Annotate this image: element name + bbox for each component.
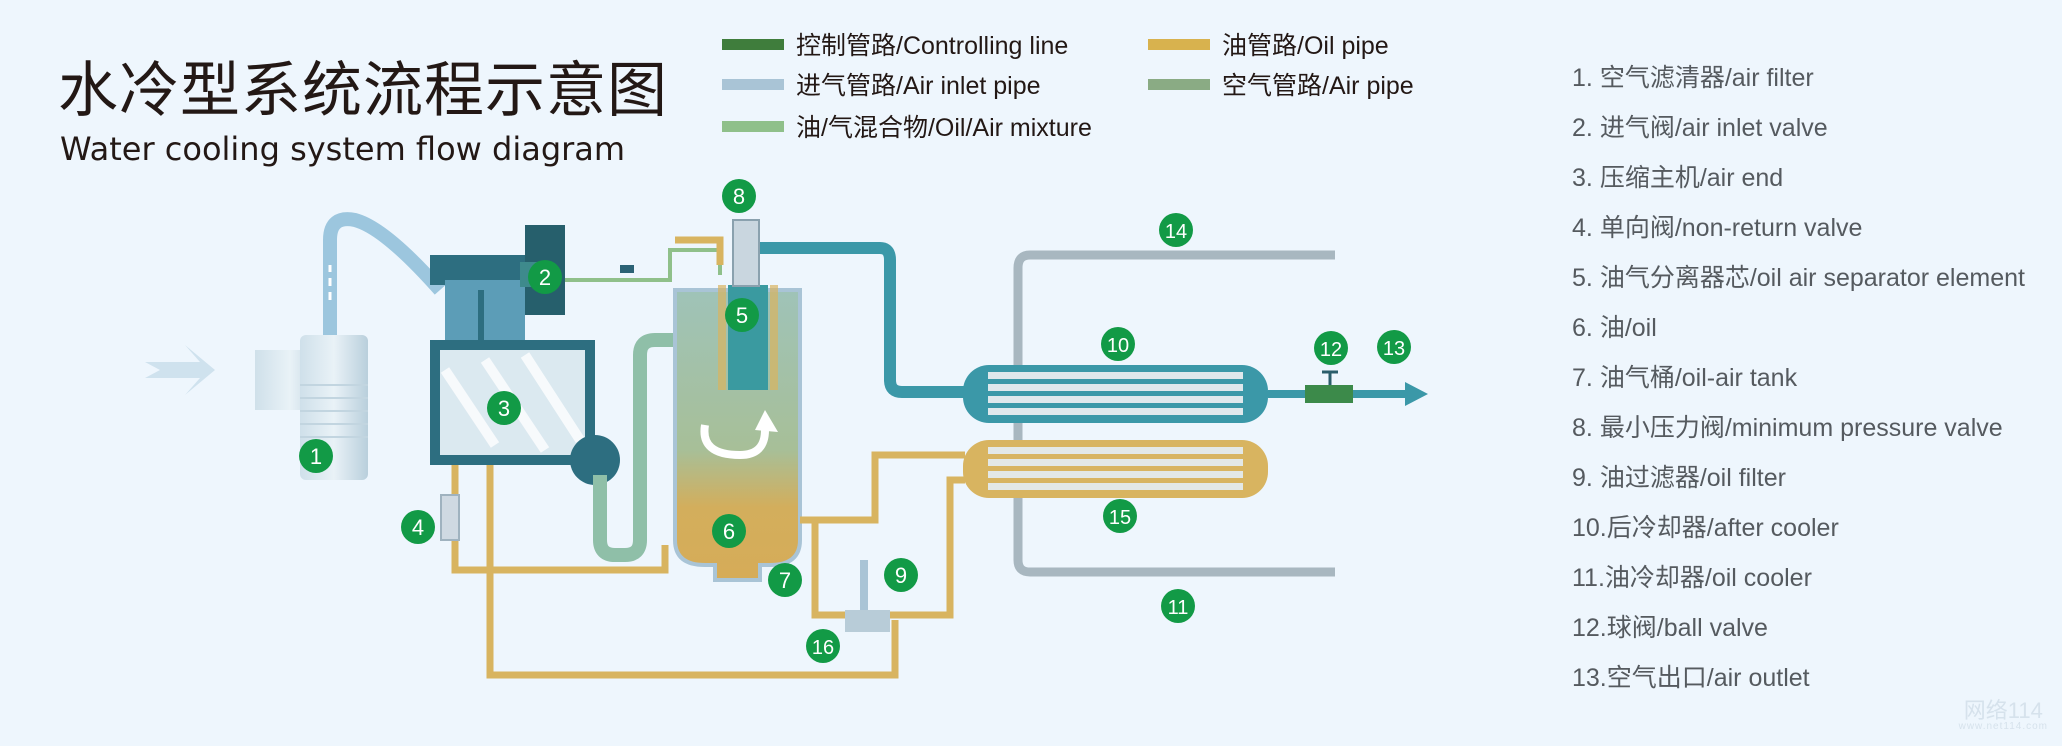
page-title-english: Water cooling system flow diagram — [60, 130, 626, 168]
parts-list: 1. 空气滤清器/air filter 2. 进气阀/air inlet val… — [1572, 62, 2025, 712]
legend-swatch-air — [1148, 78, 1210, 90]
svg-text:11: 11 — [1168, 597, 1189, 619]
watermark: 网络114 www.net114.com — [1959, 700, 2048, 732]
part-item-13: 13.空气出口/air outlet — [1572, 664, 1810, 692]
part-item-4: 4. 单向阀/non-return valve — [1572, 214, 1863, 242]
legend-swatch-oil — [1148, 38, 1210, 50]
legend-air-inlet-pipe: 进气管路/Air inlet pipe — [722, 66, 1041, 102]
badge-9: 9 — [884, 558, 918, 592]
air-pipe-to-aftercooler — [760, 242, 970, 398]
legend-swatch-controlling — [722, 38, 784, 50]
svg-text:5: 5 — [736, 303, 748, 328]
oil-air-tank — [673, 288, 802, 582]
legend-swatch-air-inlet — [722, 78, 784, 90]
non-return-valve — [440, 494, 460, 541]
part-item-7: 7. 油气桶/oil-air tank — [1572, 364, 1798, 392]
svg-text:8: 8 — [733, 184, 745, 209]
legend-air-pipe: 空气管路/Air pipe — [1148, 66, 1414, 102]
badge-5: 5 — [725, 298, 759, 332]
part-item-3: 3. 压缩主机/air end — [1572, 164, 1784, 192]
ball-valve — [1305, 370, 1353, 403]
svg-text:14: 14 — [1165, 221, 1187, 243]
legend-label: 空气管路/Air pipe — [1222, 72, 1414, 100]
badge-6: 6 — [712, 514, 746, 548]
part-item-2: 2. 进气阀/air inlet valve — [1572, 114, 1828, 142]
part-item-8: 8. 最小压力阀/minimum pressure valve — [1572, 414, 2003, 442]
badge-16: 16 — [806, 629, 840, 663]
oil-cooler — [963, 440, 1268, 498]
legend-label: 油/气混合物/Oil/Air mixture — [796, 114, 1092, 142]
part-item-10: 10.后冷却器/after cooler — [1572, 514, 1839, 542]
svg-text:6: 6 — [723, 519, 735, 544]
badge-8: 8 — [722, 179, 756, 213]
svg-text:4: 4 — [412, 515, 424, 540]
min-pressure-valve — [732, 219, 760, 287]
badge-3: 3 — [487, 391, 521, 425]
svg-text:3: 3 — [498, 396, 510, 421]
watermark-site: www.net114.com — [1958, 721, 2048, 732]
air-outlet-arrow-icon — [1405, 382, 1428, 406]
legend-label: 控制管路/Controlling line — [796, 32, 1069, 60]
part-item-11: 11.油冷却器/oil cooler — [1572, 564, 1812, 592]
badge-10: 10 — [1101, 327, 1135, 361]
svg-text:16: 16 — [812, 637, 834, 659]
part-item-1: 1. 空气滤清器/air filter — [1572, 64, 1814, 92]
badge-14: 14 — [1159, 213, 1193, 247]
badge-1: 1 — [299, 439, 333, 473]
legend-oil-air-mixture: 油/气混合物/Oil/Air mixture — [722, 108, 1092, 144]
svg-text:7: 7 — [779, 568, 791, 593]
air-in-arrow-icon — [145, 345, 215, 395]
badge-15: 15 — [1103, 499, 1137, 533]
badge-12: 12 — [1314, 331, 1348, 365]
part-item-5: 5. 油气分离器芯/oil air separator element — [1572, 264, 2025, 292]
air-inlet-pipe — [323, 212, 446, 335]
part-item-12: 12.球阀/ball valve — [1572, 614, 1768, 642]
svg-text:15: 15 — [1109, 507, 1131, 529]
badge-7: 7 — [768, 563, 802, 597]
svg-text:13: 13 — [1383, 338, 1405, 360]
oil-filter — [845, 560, 890, 632]
svg-text:2: 2 — [539, 265, 551, 290]
svg-text:12: 12 — [1320, 339, 1342, 361]
svg-text:9: 9 — [895, 563, 907, 588]
svg-text:10: 10 — [1107, 335, 1129, 357]
oil-pipes — [451, 236, 965, 679]
legend-controlling-line: 控制管路/Controlling line — [722, 26, 1068, 62]
legend-label: 进气管路/Air inlet pipe — [796, 72, 1041, 100]
after-cooler — [963, 365, 1268, 423]
badge-13: 13 — [1377, 330, 1411, 364]
legend-label: 油管路/Oil pipe — [1222, 32, 1389, 60]
svg-text:1: 1 — [310, 444, 322, 469]
legend-swatch-mixture — [722, 120, 784, 132]
swirl-arrow-icon — [700, 424, 769, 460]
part-item-6: 6. 油/oil — [1572, 314, 1657, 342]
part-item-9: 9. 油过滤器/oil filter — [1572, 464, 1786, 492]
legend-oil-pipe: 油管路/Oil pipe — [1148, 26, 1389, 62]
badge-4: 4 — [401, 510, 435, 544]
badge-2: 2 — [528, 260, 562, 294]
page-title-chinese: 水冷型系统流程示意图 — [58, 56, 668, 126]
control-line — [565, 248, 722, 282]
watermark-brand: 网络114 — [1963, 698, 2043, 723]
badge-11: 11 — [1161, 589, 1195, 623]
mixture-pipe — [593, 333, 760, 562]
